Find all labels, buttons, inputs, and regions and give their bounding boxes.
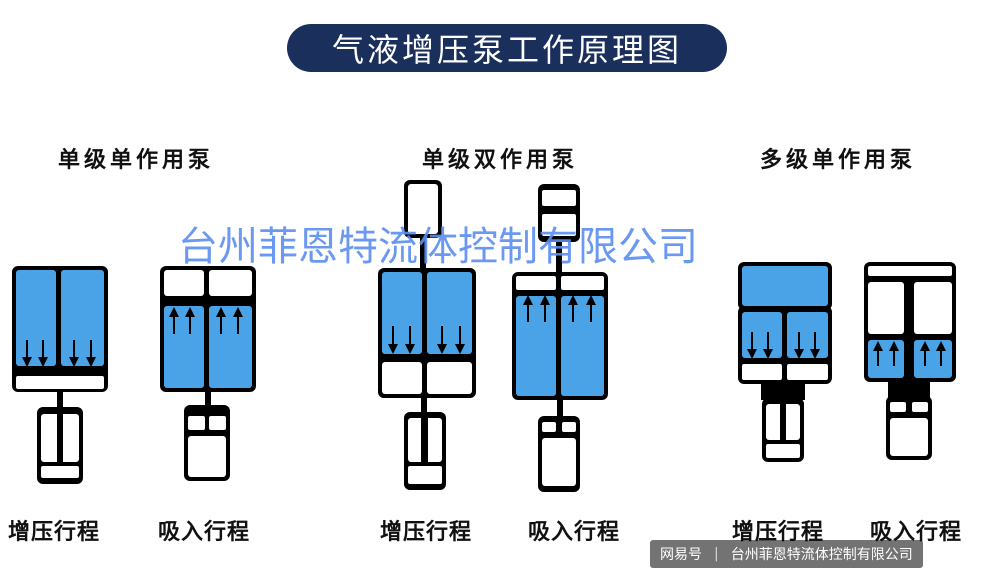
- platform-name: 网易号: [660, 547, 702, 563]
- footer-separator: |: [714, 546, 719, 562]
- footer-attribution: 网易号 | 台州菲恩特流体控制有限公司: [650, 540, 923, 568]
- label-single-stage-double-acting: 单级双作用泵: [422, 147, 579, 173]
- label-single-stage-single-acting: 单级单作用泵: [58, 147, 215, 173]
- pump-ms-boost: [738, 262, 832, 462]
- pump-ss-suction: [160, 266, 256, 481]
- label-ss-boost-stroke: 增压行程: [8, 519, 101, 545]
- label-sd-boost-stroke: 增压行程: [380, 519, 473, 545]
- pump-ms-suction: [864, 262, 956, 460]
- company-watermark: 台州菲恩特流体控制有限公司: [178, 224, 698, 270]
- label-multi-stage-single-acting: 多级单作用泵: [760, 147, 917, 173]
- pump-sd-boost: [378, 180, 476, 490]
- label-ss-suction-stroke: 吸入行程: [158, 519, 251, 545]
- label-sd-suction-stroke: 吸入行程: [528, 519, 621, 545]
- diagram-title: 气液增压泵工作原理图: [287, 24, 727, 72]
- pump-ss-boost: [12, 266, 108, 484]
- footer-company: 台州菲恩特流体控制有限公司: [730, 547, 913, 563]
- pump-sd-suction: [512, 184, 608, 492]
